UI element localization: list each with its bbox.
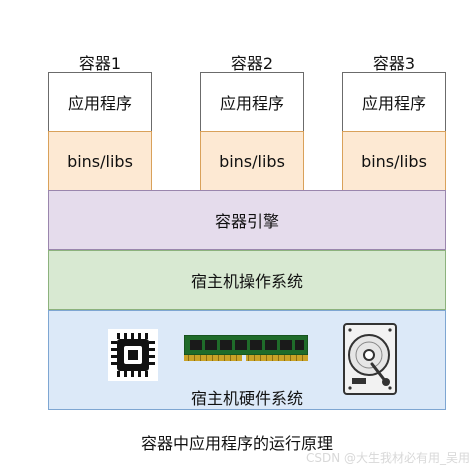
ram-module-icon xyxy=(184,335,308,361)
container-3-app-box: 应用程序 xyxy=(342,72,446,132)
container-2-app-box: 应用程序 xyxy=(200,72,304,132)
host-hardware-label: 宿主机硬件系统 xyxy=(190,389,303,408)
hard-disk-icon xyxy=(343,323,397,395)
container-1-app-box: 应用程序 xyxy=(48,72,152,132)
host-os-layer: 宿主机操作系统 xyxy=(48,250,446,310)
diagram-caption: 容器中应用程序的运行原理 xyxy=(140,434,333,453)
watermark-text: CSDN @大生我材必有用_吴用 xyxy=(305,451,470,465)
container-1-title: 容器1 xyxy=(78,54,122,73)
container-engine-layer: 容器引擎 xyxy=(48,190,446,250)
container-2-libs-box: bins/libs xyxy=(200,131,304,191)
container-2-title: 容器2 xyxy=(230,54,274,73)
container-3-title: 容器3 xyxy=(372,54,416,73)
container-3-libs-box: bins/libs xyxy=(342,131,446,191)
cpu-chip-icon xyxy=(108,329,158,381)
container-1-libs-box: bins/libs xyxy=(48,131,152,191)
